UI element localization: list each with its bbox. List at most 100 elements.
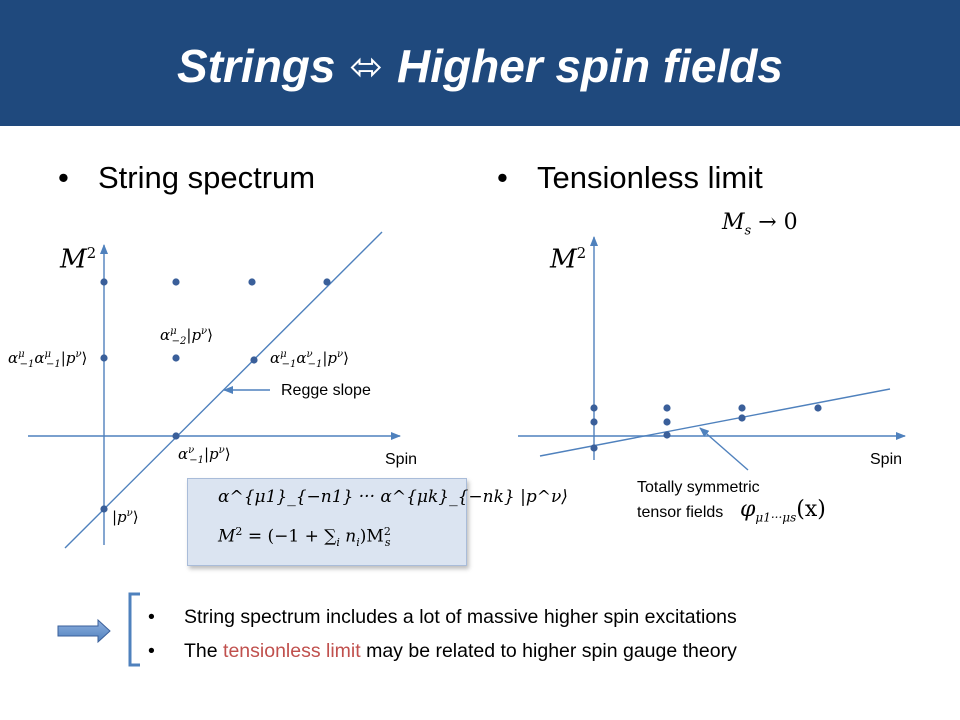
tensionless-limit-highlight: tensionless limit [223, 640, 361, 662]
alpha-sup: ν [188, 445, 195, 456]
y-axis-m: M [550, 244, 577, 275]
alpha: α [296, 349, 307, 367]
tensor-field-symbol: φμ1···μs(x) [740, 497, 826, 524]
oscillator-state-formula: α^{μ1}_{−n1} ··· α^{μk}_{−nk} |p^ν⟩ [218, 487, 568, 507]
alpha: α [34, 349, 45, 367]
formula-part: = (−1 + ∑ [242, 526, 337, 547]
alpha-sup: μ [44, 349, 52, 360]
alpha-sub: −1 [19, 359, 35, 370]
alpha-sub: −1 [46, 359, 61, 370]
state-dot [590, 418, 598, 426]
left-x-axis-label: Spin [385, 451, 418, 468]
right-state-dots [590, 404, 822, 452]
conclusion-list: • String spectrum includes a lot of massi… [148, 600, 737, 668]
formula-n: n [339, 526, 357, 547]
alpha-sup: μ [170, 326, 177, 337]
double-arrow-icon: ⬄ [349, 45, 384, 89]
state-dot [590, 404, 598, 412]
state-dot [323, 278, 331, 286]
sum-index: i [336, 536, 340, 550]
bullet-icon: • [497, 160, 508, 195]
ket-sup: ν [75, 349, 82, 360]
y-axis-exponent: 2 [86, 244, 97, 262]
heading-tensionless-limit-text: Tensionless limit [537, 160, 763, 195]
alpha-sub: −1 [307, 359, 323, 370]
heading-tensionless-limit: • Tensionless limit [497, 160, 763, 196]
state-ground-label: |pν⟩ [112, 508, 139, 526]
alpha: α [178, 445, 189, 463]
alpha: α [160, 326, 171, 344]
state-dot [663, 431, 671, 439]
limit-arrow-zero: → 0 [751, 210, 798, 235]
ms-sub: s [384, 536, 391, 550]
annotation-line-1: Totally symmetric [637, 479, 760, 496]
state-dot [172, 278, 180, 286]
ket-p: |p [60, 349, 76, 367]
state-dot [738, 404, 746, 412]
ket-sup: ν [126, 508, 133, 519]
conclusion-arrow-icon [57, 618, 111, 644]
state-dot [663, 418, 671, 426]
state-dot [590, 444, 598, 452]
regge-slope-label: Regge slope [281, 382, 371, 399]
y-axis-m: M [60, 244, 87, 275]
list-item: •The tensionless limit may be related to… [148, 634, 737, 668]
tensionless-trajectory-line [539, 388, 891, 457]
phi-indices: μ1···μs [755, 510, 797, 525]
alpha-sub: −1 [189, 455, 204, 466]
conclusion-item-1: String spectrum includes a lot of massiv… [184, 606, 737, 628]
ket-sup: ν [218, 445, 225, 456]
annotation-line-2: tensor fields [637, 504, 724, 521]
state-dot [814, 404, 822, 412]
list-item: • String spectrum includes a lot of massi… [148, 600, 737, 634]
ket-sup: ν [337, 349, 344, 360]
bullet-icon: • [58, 160, 69, 195]
slide-title: Strings ⬄ Higher spin fields [0, 30, 960, 103]
mass-m: M [218, 526, 236, 547]
ket-p: |p [203, 445, 219, 463]
right-y-axis-label: M2 [550, 244, 586, 275]
ket-p: |p [112, 508, 127, 526]
alpha-sup: μ [280, 349, 287, 360]
tensor-fields-pointer [699, 427, 749, 471]
state-level2-mid-label: αμ−2|pν⟩ [160, 326, 213, 347]
title-left: Strings [177, 40, 336, 92]
state-level2-right-label: αμ−1αν−1|pν⟩ [270, 349, 349, 370]
bullet-icon: • [148, 640, 155, 662]
mass-shell-formula: M2 = (−1 + ∑i ni)M2s [218, 525, 391, 550]
formula-part: )M [359, 526, 384, 547]
alpha-sup: ν [306, 349, 313, 360]
alpha-sub: −2 [171, 336, 187, 347]
mass-formula-box: α^{μ1}_{−n1} ··· α^{μk}_{−nk} |p^ν⟩ M2 =… [187, 478, 568, 566]
phi-argument: (x) [796, 497, 826, 522]
heading-string-spectrum: • String spectrum [58, 160, 315, 196]
right-x-axis-label: Spin [870, 451, 903, 468]
state-dot [663, 404, 671, 412]
tensionless-limit-formula: Ms → 0 [722, 210, 798, 238]
state-dot [250, 356, 258, 364]
alpha: α [8, 349, 19, 367]
state-dot [172, 432, 180, 440]
ket-p: |p [186, 326, 202, 344]
state-dot [100, 354, 108, 362]
heading-string-spectrum-text: String spectrum [98, 160, 316, 195]
ms-m: M [722, 210, 745, 235]
alpha-sub: −1 [281, 359, 297, 370]
ms-sub: s [744, 223, 752, 239]
tensor-fields-annotation: Totally symmetric tensor fields [637, 475, 760, 525]
state-level1-label: αν−1|pν⟩ [178, 445, 231, 466]
state-dot [100, 505, 108, 513]
conclusion-item-2-a: The [184, 640, 224, 662]
phi: φ [740, 497, 756, 522]
state-dot [172, 354, 180, 362]
title-right: Higher spin fields [397, 40, 783, 92]
alpha: α [270, 349, 281, 367]
state-level2-left-label: αμ−1αμ−1|pν⟩ [8, 349, 88, 370]
bracket-icon [128, 592, 140, 667]
ket-sup: ν [201, 326, 208, 337]
state-dot [248, 278, 256, 286]
ket-p: |p [322, 349, 338, 367]
bullet-icon: • [148, 606, 155, 628]
left-state-dots [100, 278, 331, 513]
left-y-axis-label: M2 [60, 244, 96, 275]
